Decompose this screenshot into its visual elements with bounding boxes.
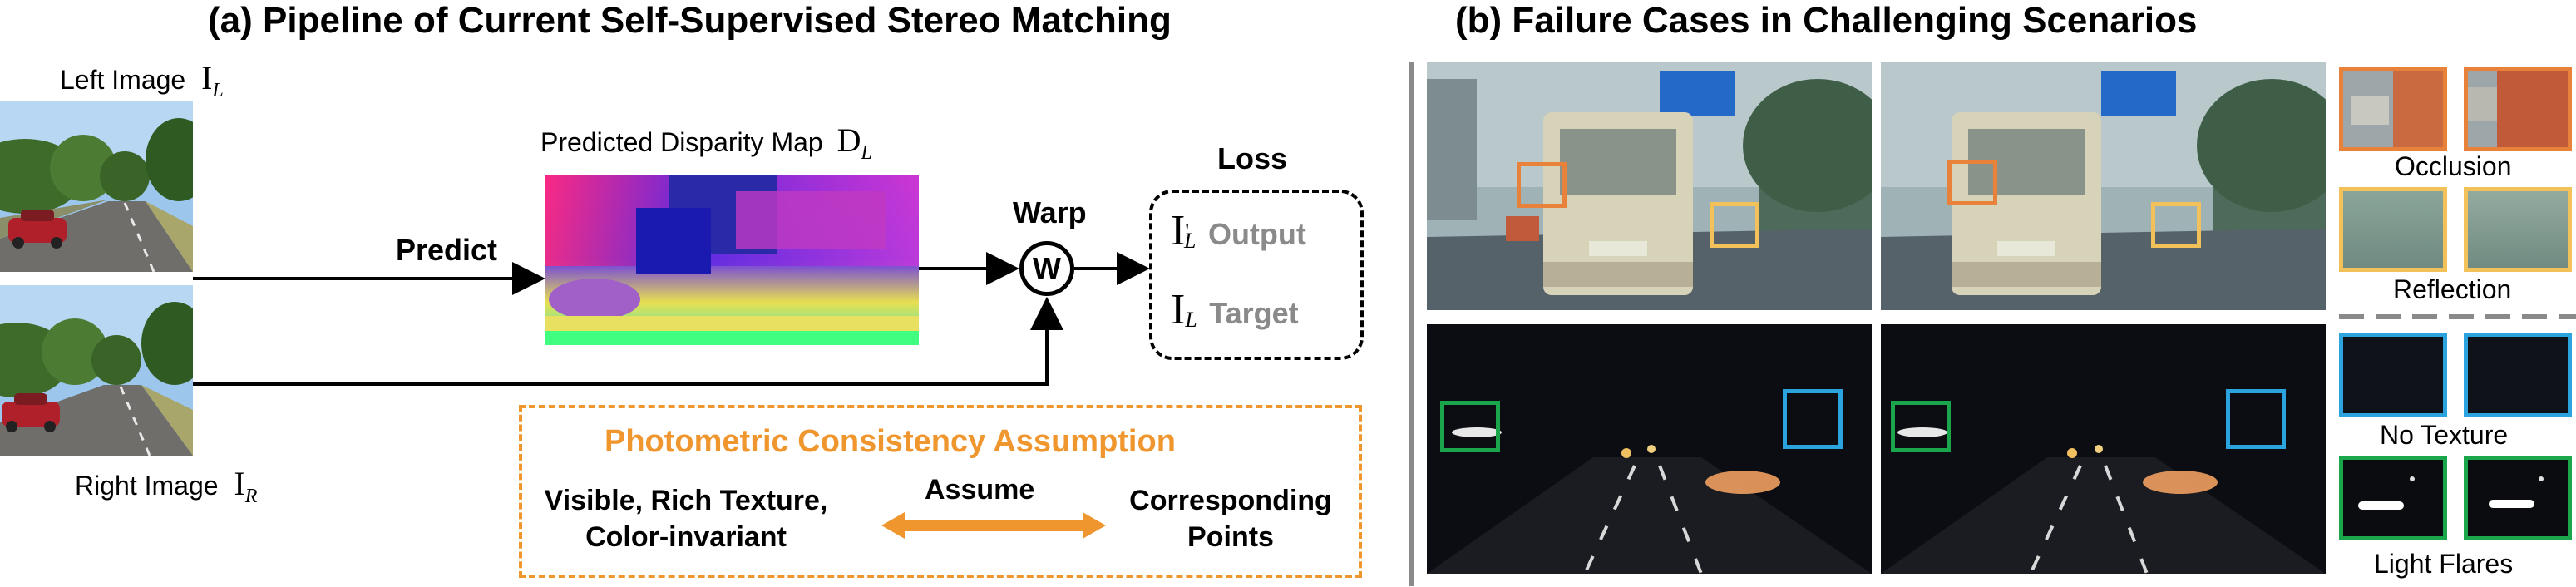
flare-box-left <box>1440 401 1500 452</box>
warp-label: Warp <box>1013 195 1087 229</box>
disparity-map-label: Predicted Disparity Map DL <box>540 121 872 164</box>
assume-label: Assume <box>925 474 1035 506</box>
texture-box-right <box>2226 389 2286 449</box>
occlusion-crop-2 <box>2464 67 2572 151</box>
light-flares-label: Light Flares <box>2374 549 2514 579</box>
reflection-box-left <box>1710 202 1759 248</box>
rainy-scene-left <box>1427 62 1872 310</box>
right-image <box>0 285 193 456</box>
target-term: IL Target <box>1171 286 1299 333</box>
output-term: I'L Output <box>1171 207 1306 254</box>
light-flares-crop-2 <box>2464 456 2572 540</box>
rainy-scene-right <box>1881 62 2326 310</box>
left-image <box>0 101 193 272</box>
left-image-label: Left Image IL <box>60 59 224 101</box>
panel-divider <box>1409 62 1414 586</box>
warp-operator: W <box>1019 241 1074 296</box>
occlusion-box-right <box>1947 160 1997 205</box>
disparity-symbol: DL <box>836 121 872 164</box>
warp-symbol: W <box>1033 251 1061 285</box>
flare-box-right <box>1891 401 1951 452</box>
reflection-crop-2 <box>2464 187 2572 272</box>
crops-divider <box>2339 314 2576 319</box>
left-image-symbol: IL <box>201 59 224 101</box>
texture-box-left <box>1783 389 1843 449</box>
no-texture-label: No Texture <box>2380 420 2509 450</box>
right-image-label: Right Image IR <box>75 465 258 507</box>
right-image-symbol: IR <box>234 465 258 507</box>
disparity-map <box>545 175 919 345</box>
pipeline-arrows <box>193 252 1150 386</box>
night-scene-right <box>1881 324 2326 574</box>
night-scene-left <box>1427 324 1872 574</box>
assumption-title: Photometric Consistency Assumption <box>605 424 1176 459</box>
occlusion-label: Occlusion <box>2395 151 2512 181</box>
assumption-box <box>519 405 1362 578</box>
occlusion-crop-1 <box>2339 67 2447 151</box>
panel-a-title: (a) Pipeline of Current Self-Supervised … <box>208 0 1172 41</box>
reflection-box-right <box>2151 202 2201 248</box>
reflection-crop-1 <box>2339 187 2447 272</box>
panel-b-title: (b) Failure Cases in Challenging Scenari… <box>1455 0 2198 41</box>
double-arrow <box>881 512 1106 539</box>
loss-box <box>1149 190 1364 360</box>
reflection-label: Reflection <box>2393 274 2512 304</box>
assumption-right: Corresponding Points <box>1129 485 1332 553</box>
no-texture-crop-1 <box>2339 333 2447 417</box>
predict-label: Predict <box>396 233 498 267</box>
occlusion-box-left <box>1517 162 1567 208</box>
assumption-left: Visible, Rich Texture, Color-invariant <box>544 485 828 553</box>
light-flares-crop-1 <box>2339 456 2447 540</box>
output-label: Output <box>1207 217 1306 251</box>
no-texture-crop-2 <box>2464 333 2572 417</box>
loss-title: Loss <box>1217 141 1288 175</box>
target-label: Target <box>1209 296 1299 330</box>
